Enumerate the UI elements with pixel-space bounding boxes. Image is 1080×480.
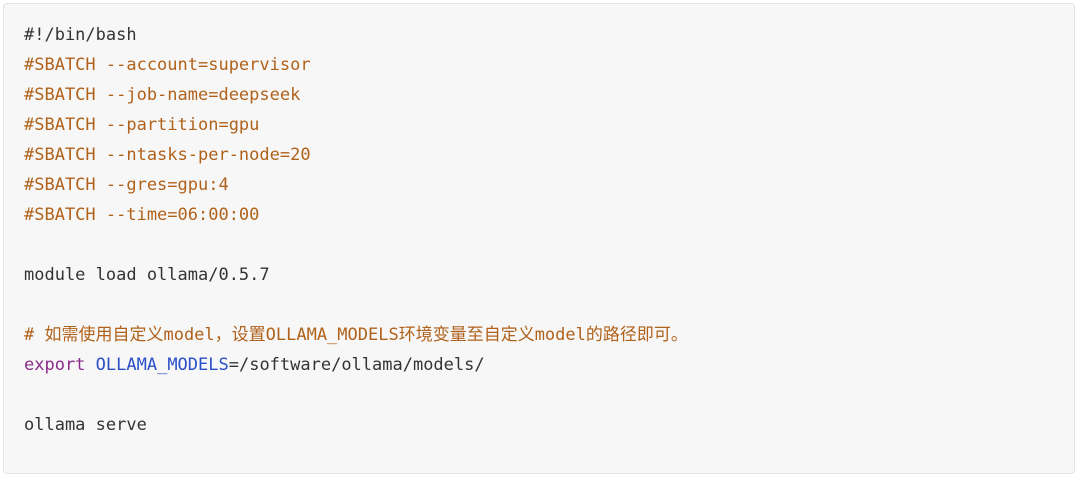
code-line-sbatch-gres: #SBATCH --gres=gpu:4 [24,175,229,195]
code-line-sbatch-account: #SBATCH --account=supervisor [24,55,311,75]
code-line-sbatch-time: #SBATCH --time=06:00:00 [24,205,260,225]
code-line-ollama-serve: ollama serve [24,415,147,435]
code-line-comment: # 如需使用自定义model，设置OLLAMA_MODELS环境变量至自定义mo… [24,325,688,345]
code-line-sbatch-job-name: #SBATCH --job-name=deepseek [24,85,301,105]
code-line-export: export OLLAMA_MODELS=/software/ollama/mo… [24,350,688,380]
code-block: #!/bin/bash #SBATCH --account=supervisor… [3,3,1075,474]
code-line-shebang: #!/bin/bash [24,25,137,45]
export-value: =/software/ollama/models/ [228,355,485,375]
code-line-module-load: module load ollama/0.5.7 [24,265,270,285]
code-line-blank [24,380,688,410]
code-line-sbatch-ntasks: #SBATCH --ntasks-per-node=20 [24,145,311,165]
code-line-sbatch-partition: #SBATCH --partition=gpu [24,115,260,135]
export-keyword: export [24,355,86,375]
code-line-blank [24,230,688,260]
export-variable: OLLAMA_MODELS [95,355,229,375]
code-line-blank [24,290,688,320]
code-content: #!/bin/bash #SBATCH --account=supervisor… [24,20,688,440]
